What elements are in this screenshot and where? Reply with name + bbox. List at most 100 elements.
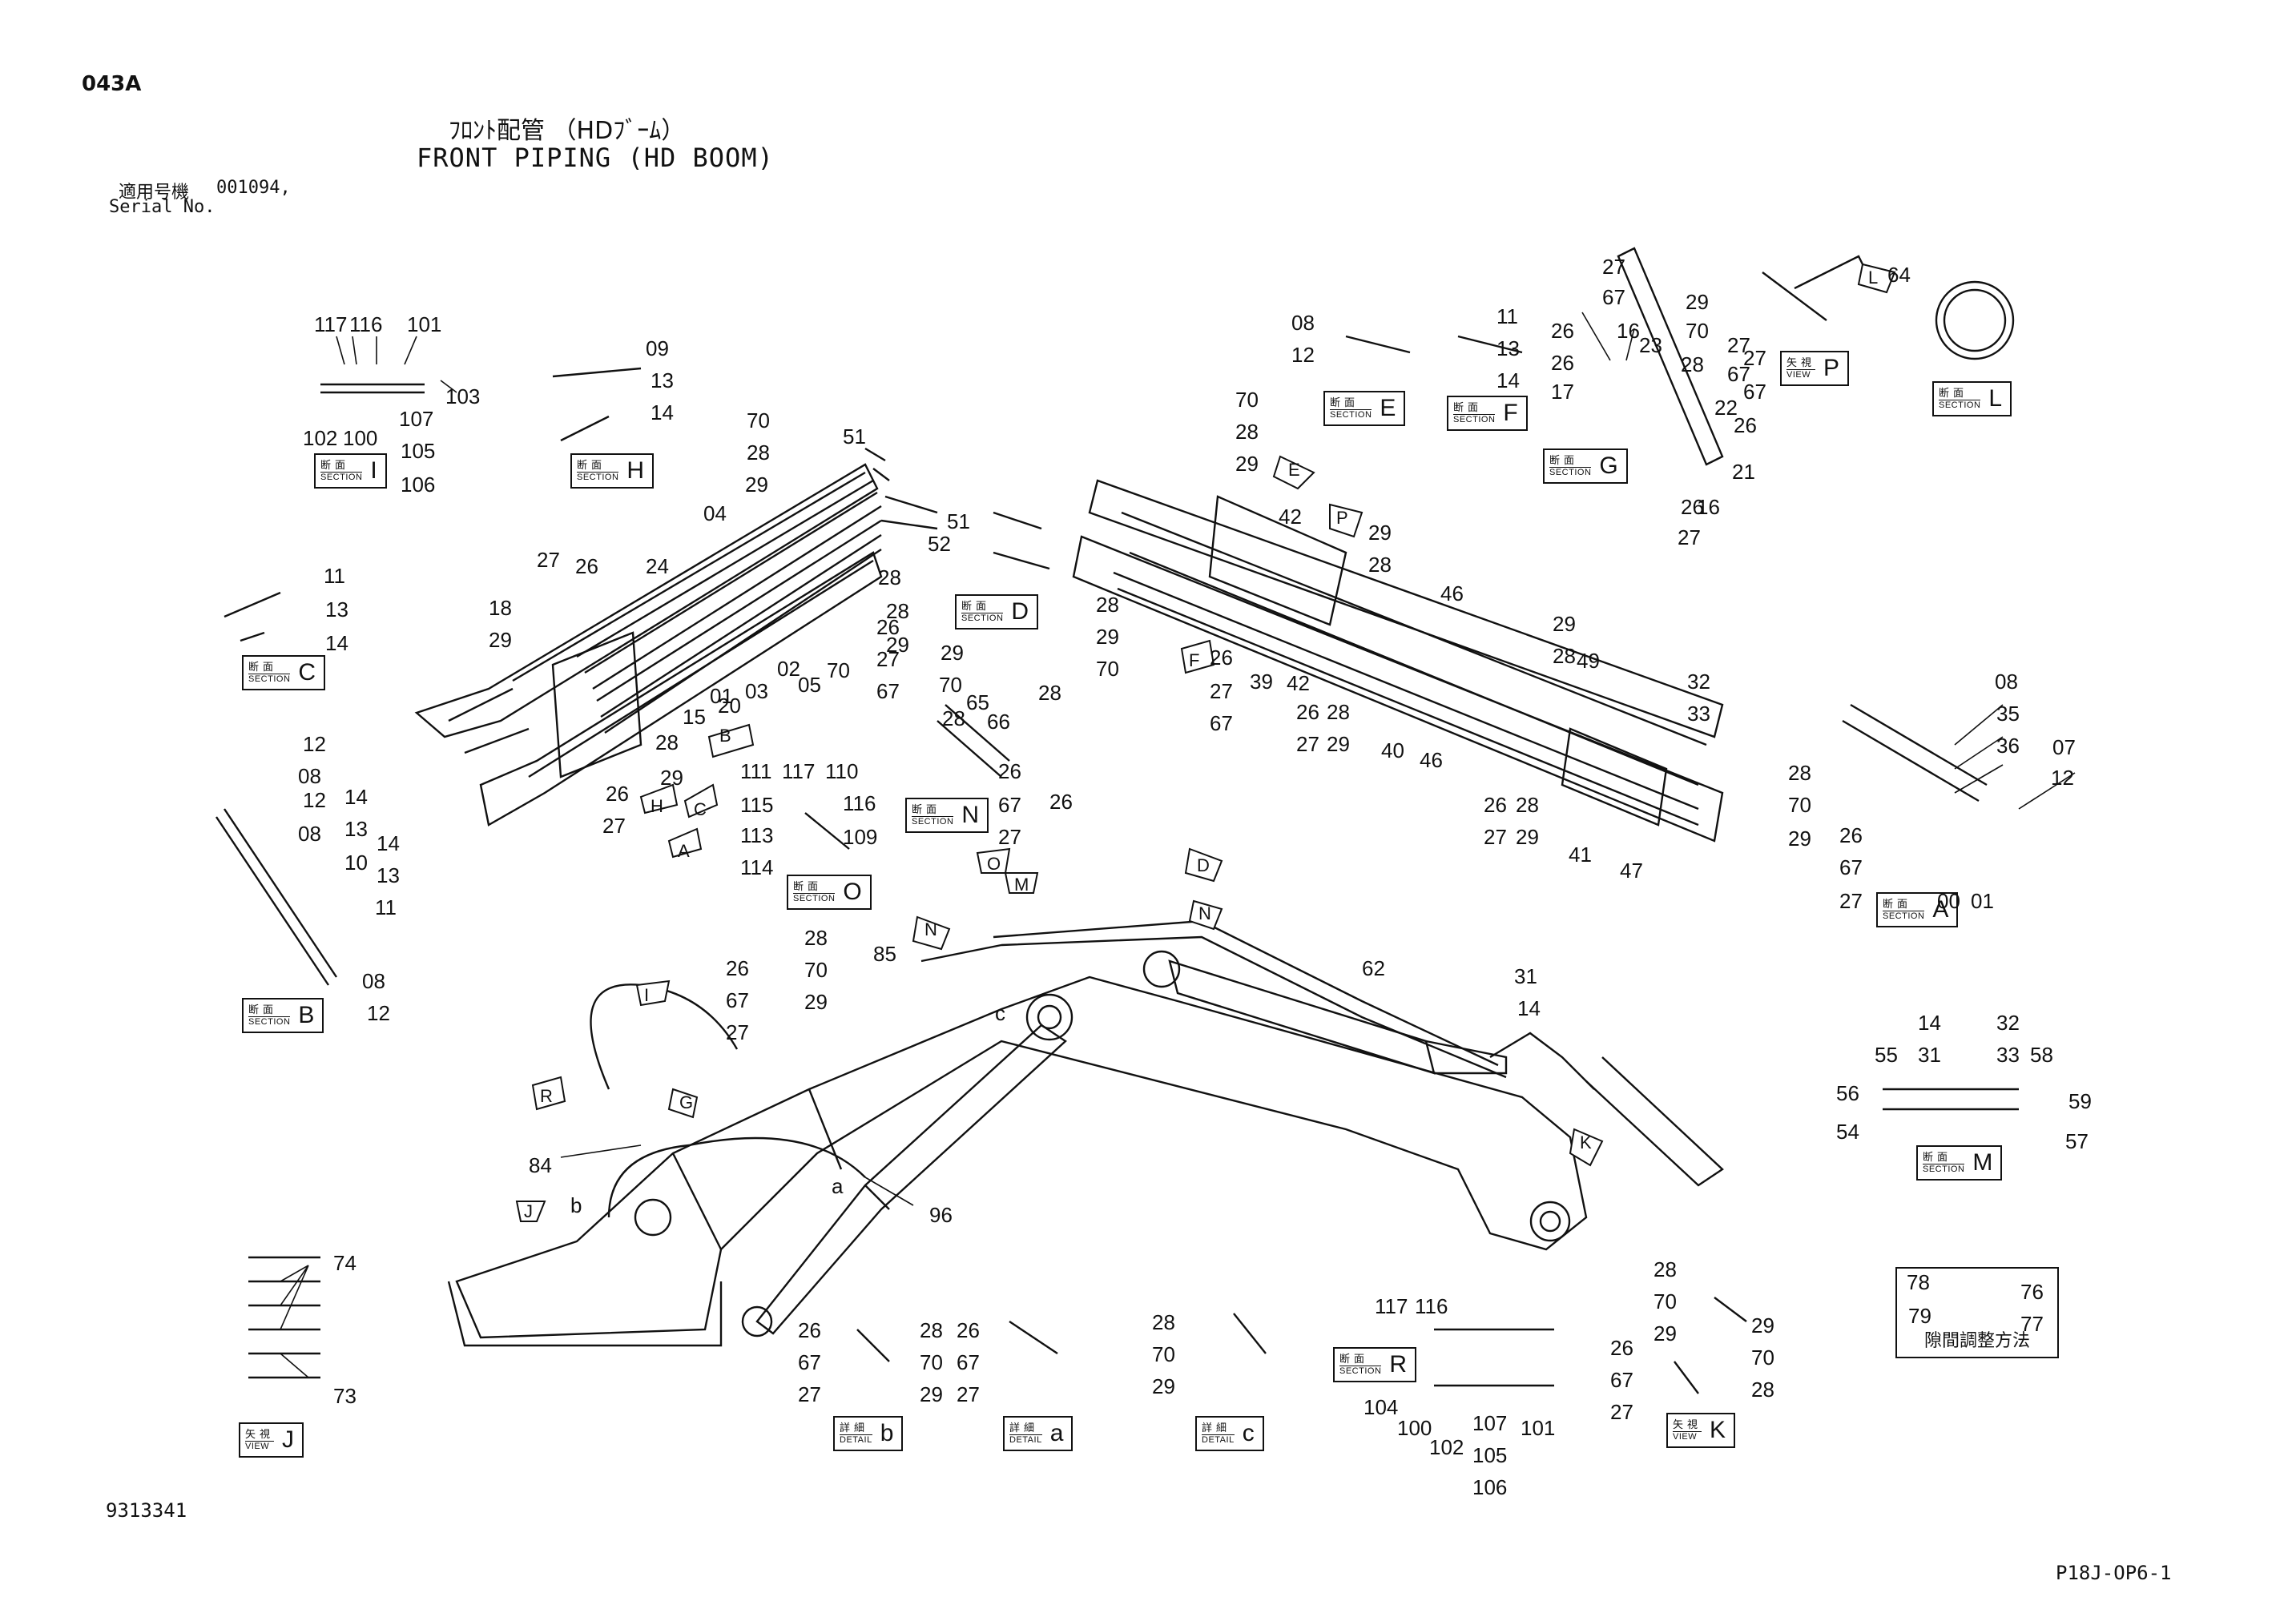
callout-k: 70 — [1654, 1289, 1677, 1313]
box-label-en: VIEW — [1673, 1431, 1698, 1442]
page-reference: P18J-OP6-1 — [2056, 1562, 2172, 1584]
callout-e: 08 — [1291, 311, 1315, 335]
box-letter: A — [1932, 896, 1949, 923]
callout-k: 29 — [1751, 1313, 1774, 1337]
view-arrow-letter: K — [1580, 1132, 1592, 1152]
box-label-en: SECTION — [1883, 911, 1925, 921]
callout-k: 29 — [1654, 1321, 1677, 1345]
callout-n: 26 — [1049, 790, 1073, 814]
callout-upper_right: 29 — [1368, 521, 1392, 545]
callout-m: 55 — [1875, 1043, 1898, 1067]
callout-k: 28 — [1654, 1257, 1677, 1281]
callout-a: 08 — [1995, 670, 2018, 694]
callout-upper_right: 32 — [1687, 670, 1710, 694]
callout-det_c: 29 — [1152, 1374, 1175, 1398]
callout-upper_right: 29 — [1327, 732, 1350, 756]
callout-g: 16 — [1617, 319, 1640, 343]
box-label-en: SECTION — [912, 816, 954, 827]
callout-g: 67 — [1743, 380, 1766, 404]
callout-det_a: 27 — [957, 1382, 980, 1406]
callout-h: 13 — [651, 368, 674, 392]
callout-boom: 96 — [929, 1203, 953, 1227]
callout-adjust: 78 — [1907, 1270, 1930, 1294]
callout-o: 109 — [843, 825, 878, 849]
serial-label-jp: 適用号機 — [119, 183, 190, 203]
callout-det_b: 70 — [920, 1350, 943, 1374]
callout-upper_right: 27 — [1210, 679, 1233, 703]
view-arrow-letter: P — [1336, 508, 1348, 528]
callout-r: 101 — [1521, 1416, 1556, 1440]
callout-i: 102 — [303, 426, 338, 450]
callout-o: 111 — [740, 759, 772, 783]
callout-upper_left: 29 — [886, 633, 909, 657]
callout-f: 11 — [1496, 304, 1518, 328]
callout-upper_left: 15 — [683, 705, 706, 729]
callout-adjust: 76 — [2020, 1280, 2044, 1304]
callout-n: 66 — [987, 710, 1010, 734]
callout-g: 67 — [1727, 362, 1750, 386]
callout-upper_left: 03 — [745, 679, 768, 703]
callout-b: 08 — [298, 764, 321, 788]
box-label-jp: 断面 — [1330, 396, 1372, 410]
box-label-jp: 断面 — [320, 459, 363, 473]
box-label-en: SECTION — [961, 613, 1004, 623]
callout-upper_right: 42 — [1287, 671, 1310, 695]
callout-k: 70 — [1751, 1345, 1774, 1370]
callout-r: 117 — [1375, 1294, 1408, 1318]
view-arrow-letter: C — [694, 799, 707, 819]
callout-upper_left: 27 — [602, 814, 626, 838]
box-letter: c — [1242, 1420, 1255, 1446]
box-label-jp: 詳細 — [840, 1422, 872, 1435]
callout-n: 67 — [998, 793, 1021, 817]
callout-o: 116 — [843, 791, 876, 815]
callout-f: 14 — [1496, 368, 1520, 392]
callout-upper_right: 27 — [1484, 825, 1507, 849]
callout-k: 28 — [1751, 1378, 1774, 1402]
callout-a: 07 — [2052, 735, 2076, 759]
callout-n: 27 — [998, 825, 1021, 849]
callout-m: 58 — [2030, 1043, 2053, 1067]
callout-b: 11 — [375, 895, 397, 919]
callout-n: 28 — [1038, 681, 1061, 705]
callout-det_a: 67 — [957, 1350, 980, 1374]
callout-upper_right: 28 — [1096, 593, 1119, 617]
callout-a: 27 — [1839, 889, 1863, 913]
view-arrow-letter: G — [679, 1092, 694, 1112]
callout-upper_right: 42 — [1279, 505, 1302, 529]
callout-c: 11 — [324, 564, 345, 588]
callout-boom: 26 — [726, 956, 749, 980]
box-label-jp: 断面 — [1339, 1353, 1382, 1366]
box-letter: I — [370, 457, 377, 484]
callout-i: 105 — [401, 439, 436, 463]
callout-j: 74 — [333, 1251, 356, 1275]
view-arrow-letter: M — [1014, 875, 1029, 895]
callout-upper_left: 67 — [876, 679, 900, 703]
box-letter: b — [880, 1420, 894, 1446]
callout-det_b: 27 — [798, 1382, 821, 1406]
box-label-en: VIEW — [1786, 369, 1811, 380]
callout-m: 31 — [1918, 1043, 1941, 1067]
callout-upper_right: 67 — [1210, 711, 1233, 735]
callout-upper_left: 01 — [710, 684, 733, 708]
callout-det_c: 28 — [1152, 1310, 1175, 1334]
view-arrow-letter: B — [719, 726, 731, 746]
callout-g: 27 — [1678, 525, 1701, 549]
box-label-jp: 断面 — [793, 880, 836, 894]
callout-upper_right: 28 — [1553, 644, 1576, 668]
callout-o: 114 — [740, 855, 774, 879]
callout-upper_right: 28 — [1327, 700, 1350, 724]
box-label-en: DETAIL — [1202, 1434, 1235, 1445]
callout-a: 00 — [1937, 889, 1960, 913]
callout-upper_right: 28 — [1516, 793, 1539, 817]
callout-n: 29 — [941, 641, 964, 665]
gap-adjustment-label: 隙間調整方法 — [1923, 1331, 2030, 1351]
callout-g: 27 — [1602, 255, 1625, 279]
callout-upper_left: 26 — [575, 554, 598, 578]
callout-a: 29 — [1788, 827, 1811, 851]
box-label-en: SECTION — [1339, 1366, 1382, 1376]
